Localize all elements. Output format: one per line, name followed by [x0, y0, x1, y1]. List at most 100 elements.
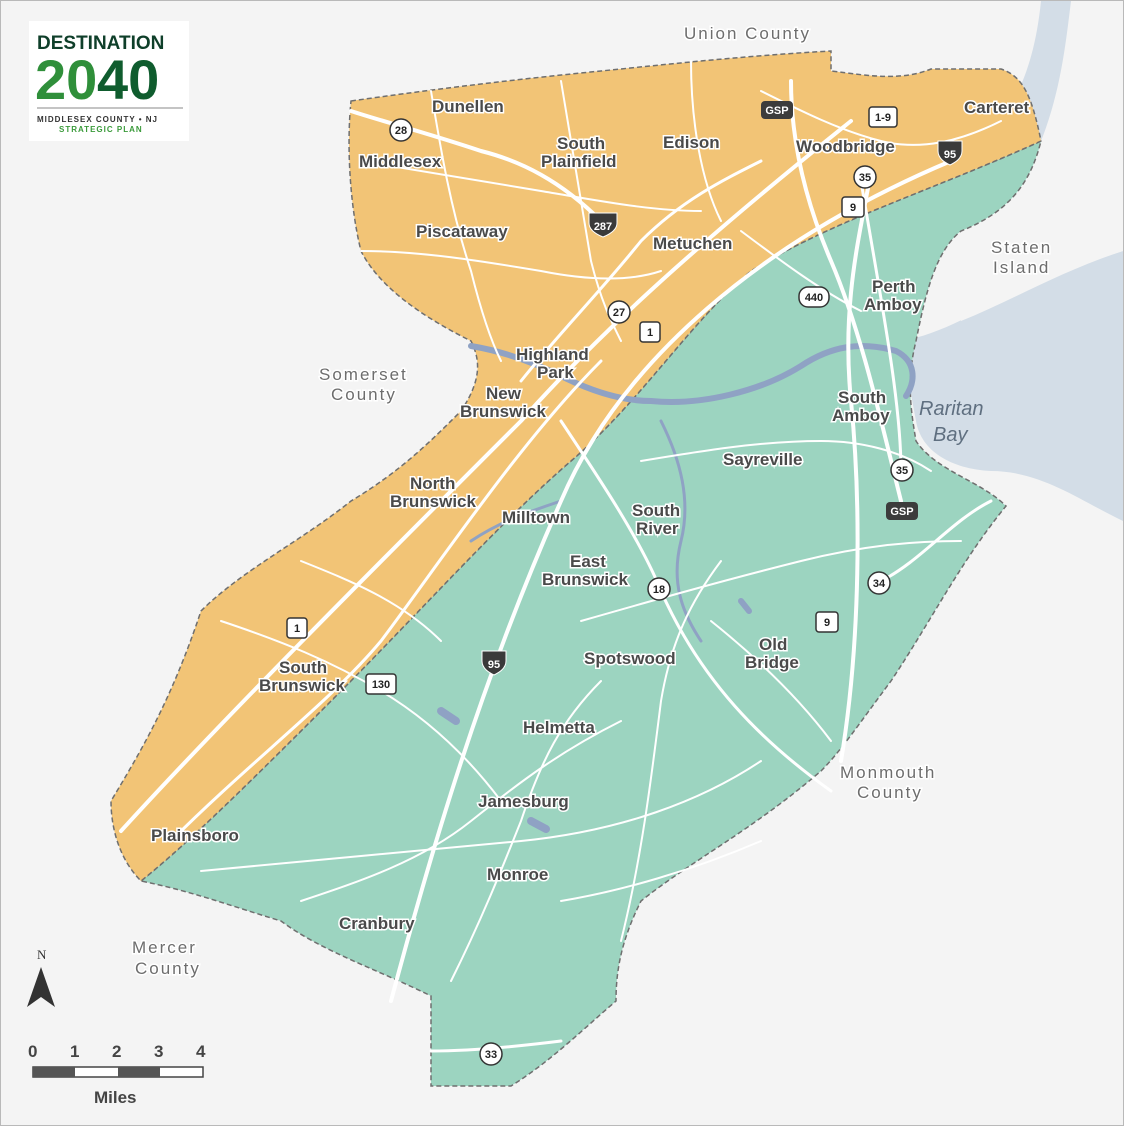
town-label-south-plainfield-2: Plainfield [541, 152, 617, 171]
town-label-south-amboy-2: Amboy [832, 406, 890, 425]
svg-text:95: 95 [944, 149, 956, 161]
road-local-14 [300, 560, 442, 642]
lake-c [738, 598, 752, 614]
arthur-kill-water [951, 1, 1071, 171]
state-route-shield-icon: 27 [607, 300, 631, 324]
svg-text:GSP: GSP [890, 506, 913, 518]
water-labels: Raritan Bay [919, 398, 983, 446]
svg-text:9: 9 [824, 617, 830, 629]
svg-text:33: 33 [485, 1049, 497, 1061]
scale-tick-0: 0 [28, 1042, 37, 1061]
svg-text:18: 18 [653, 584, 665, 596]
county-label-somerset-2: County [331, 385, 397, 404]
town-label-dunellen: Dunellen [432, 97, 504, 116]
road-local-1 [200, 760, 762, 872]
town-label-south-brunswick-2: Brunswick [259, 676, 346, 695]
us-route-shield-icon: 1-9 [868, 106, 898, 128]
interstate-shield-icon: 287 [588, 212, 618, 238]
scale-tick-4: 4 [196, 1042, 206, 1061]
road-local-3 [450, 680, 602, 982]
town-label-edison: Edison [663, 133, 720, 152]
interstate-shield-icon: 95 [937, 140, 963, 166]
town-label-south-river-2: River [636, 519, 679, 538]
road-gsp [789, 79, 903, 503]
logo-plan-line: STRATEGIC PLAN [59, 125, 143, 134]
town-label-east-brunswick-2: Brunswick [542, 570, 629, 589]
county-label-staten-1: Staten [991, 238, 1052, 257]
north-arrow-label: N [37, 947, 47, 962]
gsp-shield-icon: GSP [761, 101, 793, 119]
town-label-south-plainfield-1: South [557, 134, 605, 153]
town-label-south-brunswick-1: South [279, 658, 327, 677]
road-local-2 [300, 720, 622, 902]
lake-a [437, 707, 460, 725]
town-label-east-brunswick-1: East [570, 552, 606, 571]
county-label-mercer-2: County [135, 959, 201, 978]
water-label-raritan: Raritan [919, 398, 983, 420]
road-local-8 [360, 160, 702, 212]
town-label-north-brunswick-2: Brunswick [390, 492, 477, 511]
svg-text:1: 1 [294, 623, 300, 635]
svg-text:28: 28 [395, 125, 407, 137]
svg-text:440: 440 [805, 292, 823, 304]
logo-county-line: MIDDLESEX COUNTY • NJ [37, 115, 158, 124]
svg-text:35: 35 [896, 465, 908, 477]
road-us130 [169, 359, 603, 843]
road-i287 [349, 109, 603, 223]
state-route-shield-icon: 18 [647, 577, 671, 601]
town-label-carteret: Carteret [964, 98, 1030, 117]
town-label-cranbury: Cranbury [339, 914, 415, 933]
road-local-16 [760, 90, 1002, 146]
road-local-15 [710, 620, 832, 742]
logo-title: DESTINATION [37, 33, 164, 54]
town-label-metuchen: Metuchen [653, 234, 732, 253]
raritan-river [468, 343, 916, 405]
town-label-spotswood: Spotswood [584, 649, 676, 668]
town-label-middlesex: Middlesex [359, 152, 442, 171]
us-route-shield-icon: 130 [365, 673, 397, 695]
svg-text:35: 35 [859, 172, 871, 184]
road-nj35 [859, 179, 903, 473]
scale-tick-1: 1 [70, 1042, 79, 1061]
town-label-south-river-1: South [632, 501, 680, 520]
road-local-12 [690, 60, 722, 222]
town-label-perth-amboy-2: Amboy [864, 295, 922, 314]
route-shields: GSP 1-9 95 28 35 9 287 440 [286, 101, 963, 1066]
road-us1 [119, 119, 853, 833]
svg-text:1: 1 [647, 327, 653, 339]
town-label-old-bridge-2: Bridge [745, 653, 799, 672]
road-local-5 [560, 840, 762, 902]
us-route-shield-icon: 9 [841, 196, 865, 218]
svg-text:1-9: 1-9 [875, 112, 891, 124]
town-label-old-bridge-1: Old [759, 635, 787, 654]
svg-text:287: 287 [594, 221, 612, 233]
svg-text:95: 95 [488, 659, 500, 671]
logo-year-a: 20 [35, 48, 97, 111]
town-label-south-amboy-1: South [838, 388, 886, 407]
lake-b [527, 817, 550, 833]
destination-2040-logo: DESTINATION 20 40 MIDDLESEX COUNTY • NJ … [29, 21, 189, 141]
state-route-shield-icon: 34 [867, 571, 891, 595]
scale-tick-3: 3 [154, 1042, 163, 1061]
town-label-plainsboro: Plainsboro [151, 826, 239, 845]
road-local-4 [620, 560, 722, 942]
county-label-somerset-1: Somerset [319, 365, 408, 384]
state-route-shield-icon: 28 [389, 118, 413, 142]
town-label-sayreville: Sayreville [723, 450, 802, 469]
town-label-perth-amboy-1: Perth [872, 277, 915, 296]
svg-text:34: 34 [873, 578, 886, 590]
county-label-monmouth-2: County [857, 783, 923, 802]
town-label-jamesburg: Jamesburg [478, 792, 569, 811]
state-route-shield-icon: 440 [798, 286, 830, 308]
county-labels: Union County Somerset County Monmouth Co… [131, 23, 1052, 980]
county-label-mercer-1: Mercer [132, 938, 197, 957]
us-route-shield-icon: 9 [815, 611, 839, 633]
county-label-monmouth-1: Monmouth [840, 763, 936, 782]
road-i95 [389, 159, 953, 1003]
town-label-milltown: Milltown [502, 508, 570, 527]
town-label-north-brunswick-1: North [410, 474, 455, 493]
town-label-helmetta: Helmetta [523, 718, 595, 737]
county-label-union: Union County [684, 24, 811, 43]
